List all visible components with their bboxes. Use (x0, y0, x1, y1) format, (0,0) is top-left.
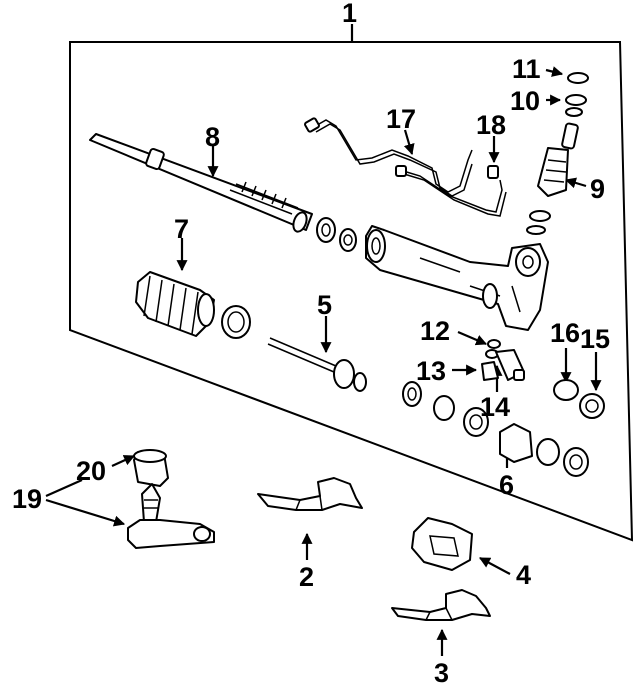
callout-12: 12 (420, 316, 450, 346)
callout-9: 9 (590, 174, 605, 204)
leader-lines (45, 24, 602, 656)
rack-boot (135, 271, 251, 339)
callout-20: 20 (76, 456, 106, 486)
callout-7: 7 (174, 214, 189, 244)
yoke-assembly (481, 339, 605, 419)
callout-18: 18 (476, 110, 506, 140)
callout-19: 19 (12, 484, 42, 514)
callout-3: 3 (434, 658, 449, 688)
lower-seals (402, 381, 589, 477)
inner-tie-rod (267, 337, 367, 392)
callout-1: 1 (342, 0, 357, 28)
callout-labels: 1 8 7 5 17 18 9 10 11 12 13 14 16 15 6 2… (12, 0, 610, 688)
mount-bushing (411, 517, 473, 571)
callout-8: 8 (205, 122, 220, 152)
callout-17: 17 (386, 104, 416, 134)
rack-bar (89, 133, 313, 233)
callout-4: 4 (516, 560, 531, 590)
callout-6: 6 (499, 470, 514, 500)
rack-seals (316, 217, 357, 252)
pinion-assembly (526, 72, 589, 235)
callout-5: 5 (317, 290, 332, 320)
fluid-lines (304, 117, 507, 217)
mount-bracket-lower (391, 589, 491, 621)
gear-housing (365, 225, 549, 331)
assembly-panel (69, 41, 634, 542)
callout-15: 15 (580, 324, 610, 354)
callout-13: 13 (416, 356, 446, 386)
mount-bracket-upper (257, 477, 363, 511)
callout-11: 11 (512, 54, 541, 84)
callout-2: 2 (299, 562, 314, 592)
callout-16: 16 (550, 318, 580, 348)
callout-10: 10 (510, 86, 540, 116)
callout-14: 14 (480, 392, 510, 422)
outer-tie-rod-end (127, 449, 215, 549)
